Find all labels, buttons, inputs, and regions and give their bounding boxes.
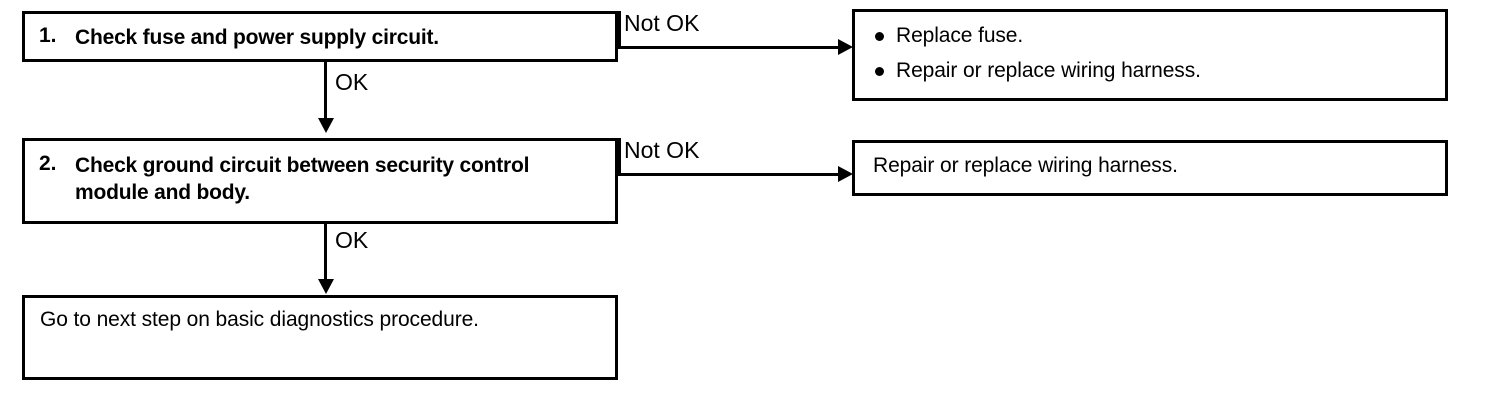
step-1-not-ok-stub [618,11,621,47]
action-1-item-text: Repair or replace wiring harness. [896,59,1201,83]
action-1-box[interactable] [852,9,1448,101]
step-2-not-ok-line [618,173,838,176]
step-2-not-ok-arrowhead [838,166,853,182]
final-step-box[interactable] [22,295,618,380]
action-1-list: Replace fuse. Repair or replace wiring h… [875,23,1425,94]
step-2-not-ok-label: Not OK [624,137,700,163]
action-2-label: Repair or replace wiring harness. [873,154,1178,177]
step-1-ok-arrowhead [318,118,334,133]
step-2-number: 2. [39,152,57,175]
step-1-ok-label: OK [335,69,369,95]
step-2-ok-label: OK [335,227,369,253]
action-1-list-item: Repair or replace wiring harness. [875,58,1425,84]
step-1-not-ok-line [618,46,838,49]
action-2-box[interactable] [852,140,1448,196]
step-2-box[interactable] [22,138,618,224]
step-2-ok-line [324,224,327,281]
step-2-not-ok-stub [618,138,621,174]
step-2-label: Check ground circuit between security co… [75,154,530,205]
step-1-box[interactable] [22,11,618,62]
step-1-label: Check fuse and power supply circuit. [75,26,439,49]
step-1-not-ok-arrowhead [838,39,853,55]
action-1-list-item: Replace fuse. [875,23,1425,49]
step-1-ok-line [324,62,327,120]
bullet-icon [875,32,884,41]
step-1-number: 1. [39,24,57,47]
final-step-label: Go to next step on basic diagnostics pro… [40,308,479,331]
step-2-ok-arrowhead [318,279,334,294]
bullet-icon [875,67,884,77]
action-1-item-text: Replace fuse. [896,24,1024,47]
step-1-not-ok-label: Not OK [624,10,700,36]
